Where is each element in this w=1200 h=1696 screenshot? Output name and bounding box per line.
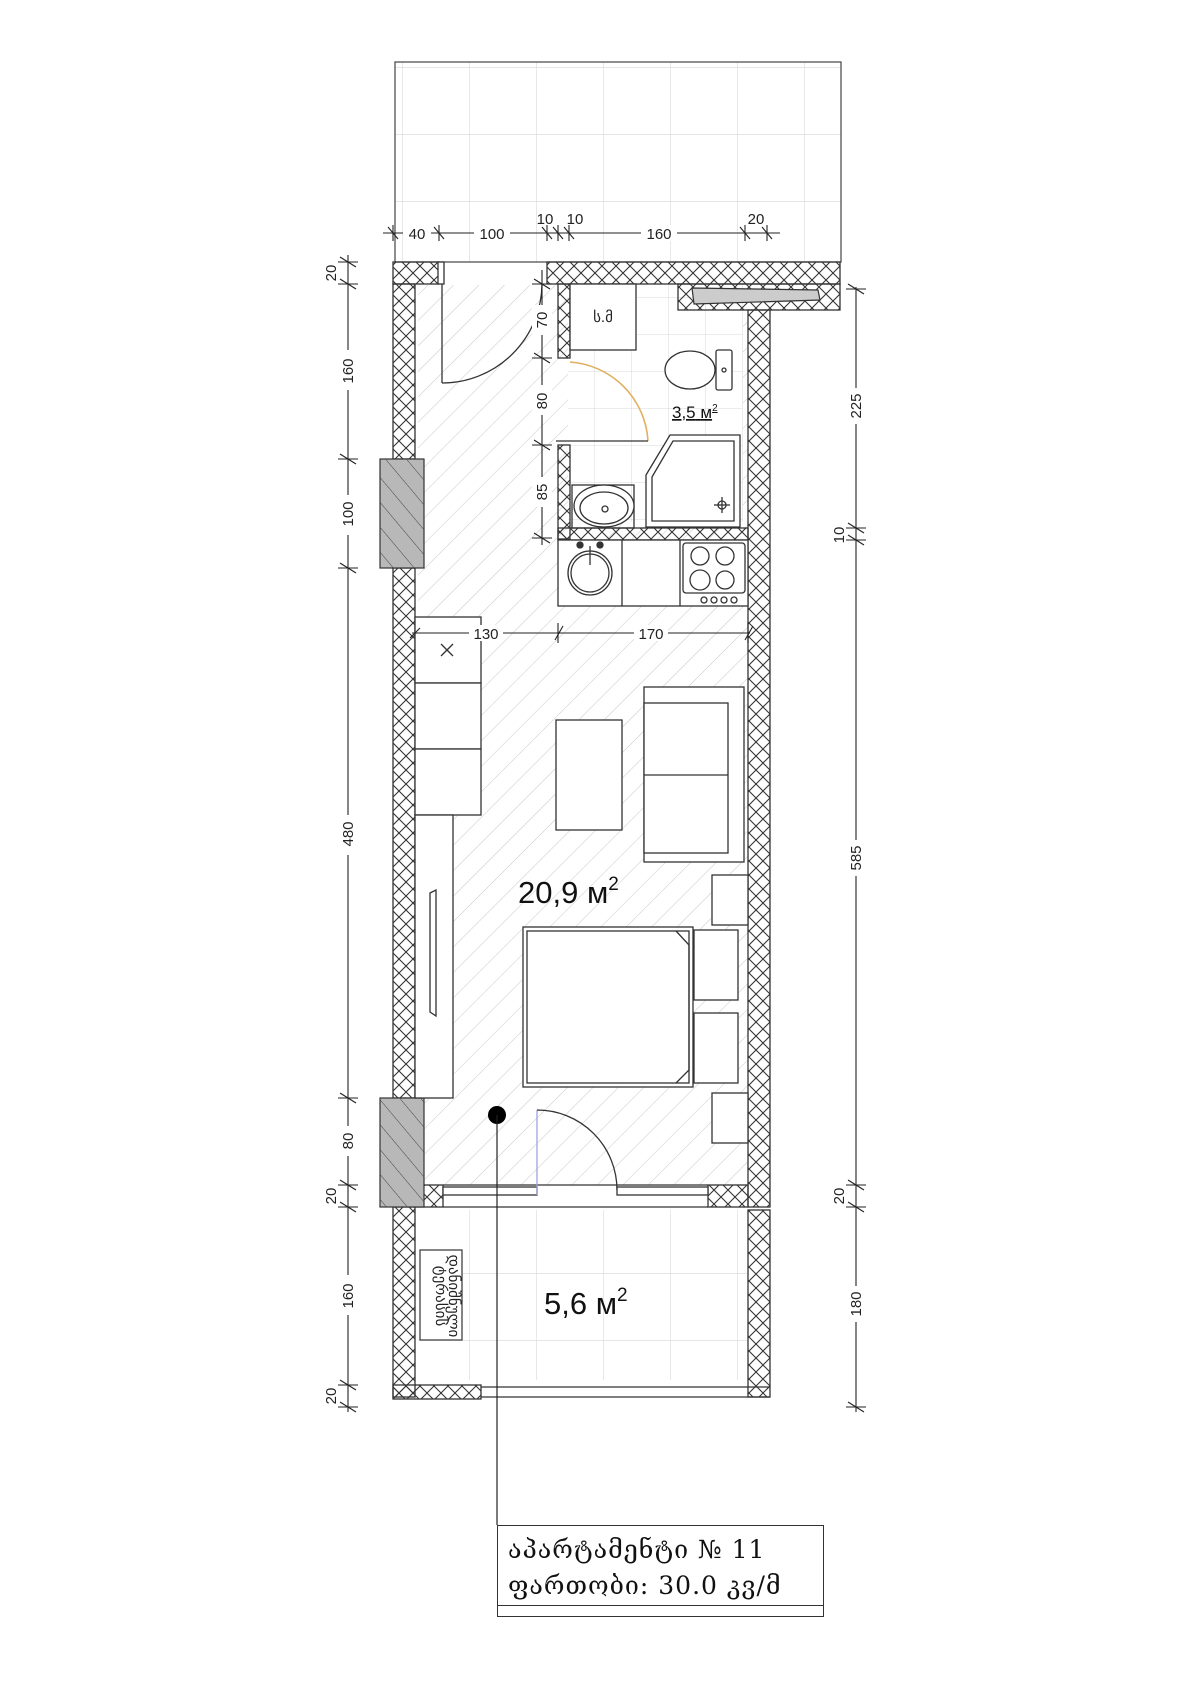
kitchen-dimensions: [409, 623, 754, 643]
svg-text:10: 10: [831, 527, 848, 544]
right-dimensions: [846, 283, 866, 1413]
svg-text:20,9 м2: 20,9 м2: [518, 874, 619, 910]
bathroom-area-label: 3,5 м2: [672, 403, 718, 422]
svg-text:20: 20: [831, 1188, 848, 1205]
svg-text:ტერასის: ტერასის: [432, 1266, 449, 1327]
svg-text:3,5 м2: 3,5 м2: [672, 403, 718, 422]
svg-text:10: 10: [537, 211, 554, 228]
svg-text:70: 70: [534, 312, 551, 329]
top-terrace: [394, 61, 842, 263]
top-dimensions: [383, 225, 780, 241]
svg-text:20: 20: [323, 265, 340, 282]
svg-text:5,6 м2: 5,6 м2: [544, 1285, 628, 1321]
balcony-floor: [418, 1210, 748, 1380]
apartment-number: აპარტამენტი № 11: [508, 1535, 766, 1564]
kitchen-counter: [557, 539, 749, 607]
radiator: [691, 287, 821, 305]
svg-text:10: 10: [567, 211, 584, 228]
bathroom-dimensions: [532, 270, 552, 545]
svg-text:160: 160: [646, 226, 671, 243]
balcony-sign: ტერასის დანიშნული: [419, 1249, 463, 1341]
toilet: [664, 349, 733, 391]
entrance-door: [437, 261, 543, 384]
walls: [392, 261, 841, 1400]
svg-text:180: 180: [848, 1291, 865, 1316]
main-room-area-label: 20,9 м2: [518, 874, 619, 910]
svg-text:85: 85: [534, 484, 551, 501]
svg-text:20: 20: [323, 1388, 340, 1405]
svg-text:100: 100: [479, 226, 504, 243]
left-cabinets: [414, 616, 482, 1099]
column-lower: [379, 1097, 425, 1208]
svg-text:225: 225: [848, 393, 865, 418]
svg-text:100: 100: [340, 501, 357, 526]
svg-text:585: 585: [848, 845, 865, 870]
column-upper: [379, 458, 425, 569]
balcony-area-label: 5,6 м2: [544, 1285, 628, 1321]
svg-text:480: 480: [340, 821, 357, 846]
bathroom-sink: [571, 484, 635, 529]
svg-text:დანიშნული: დანიშნული: [445, 1255, 462, 1338]
wardrobe-box: ს.მ: [569, 283, 637, 351]
svg-text:20: 20: [748, 211, 765, 228]
svg-text:160: 160: [340, 1283, 357, 1308]
balcony-door: [442, 1109, 709, 1208]
shower: [645, 434, 741, 528]
wardrobe-label: ს.მ: [593, 309, 613, 326]
apartment-area: ფართობი: 30.0 კვ/მ: [508, 1571, 782, 1600]
svg-text:160: 160: [340, 358, 357, 383]
dining-table: [555, 719, 623, 831]
marker-leader: [488, 1106, 506, 1525]
title-block: აპარტამენტი № 11 ფართობი: 30.0 კვ/მ: [497, 1525, 824, 1617]
svg-text:170: 170: [638, 626, 663, 643]
svg-text:80: 80: [340, 1133, 357, 1150]
sofa: [643, 686, 745, 863]
left-dimensions: [338, 255, 358, 1413]
svg-text:130: 130: [473, 626, 498, 643]
svg-text:20: 20: [323, 1188, 340, 1205]
bed: [522, 874, 749, 1144]
svg-text:80: 80: [534, 393, 551, 410]
bathroom-door: [556, 361, 649, 442]
svg-text:40: 40: [409, 226, 426, 243]
